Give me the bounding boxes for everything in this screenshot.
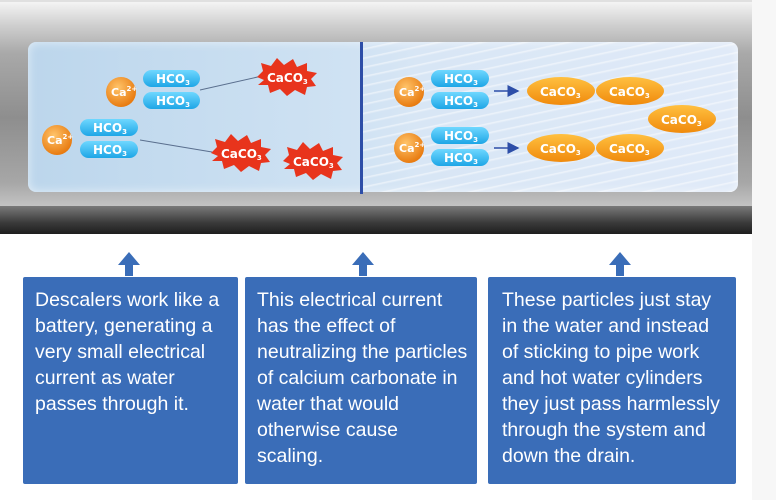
hco-sub: 3 xyxy=(185,101,190,109)
calcium-ion xyxy=(106,77,136,107)
ca-label: Ca xyxy=(111,86,127,99)
right-molecule-group-bottom: Ca2+ HCO3 HCO3 xyxy=(394,127,520,166)
neutral-particle: CaCO3 xyxy=(596,134,664,162)
caco-label: CaCO xyxy=(293,155,329,169)
svg-text:HCO3: HCO3 xyxy=(93,143,127,158)
hco-sub: 3 xyxy=(185,79,190,87)
caco-sub: 3 xyxy=(645,149,650,157)
svg-text:HCO3: HCO3 xyxy=(444,72,478,87)
bicarbonate-ion xyxy=(143,92,200,109)
calcium-ion xyxy=(42,125,72,155)
caco-label: CaCO xyxy=(661,113,697,127)
svg-text:Ca2+: Ca2+ xyxy=(399,141,425,155)
neutral-particle: CaCO3 xyxy=(527,77,595,105)
hco-sub: 3 xyxy=(122,150,127,158)
calcium-ion xyxy=(394,133,424,163)
info-panel-current: This electrical current has the effect o… xyxy=(245,277,477,484)
bicarbonate-ion xyxy=(431,149,489,166)
info-panel-battery: Descalers work like a battery, generatin… xyxy=(23,277,238,484)
hco-label: HCO xyxy=(156,94,185,108)
svg-text:HCO3: HCO3 xyxy=(156,94,190,109)
calcium-ion xyxy=(394,77,424,107)
hco-label: HCO xyxy=(444,72,473,86)
page-edge xyxy=(752,0,776,500)
water-channel xyxy=(28,42,738,192)
hco-sub: 3 xyxy=(473,158,478,166)
section-divider xyxy=(360,42,363,194)
hco-label: HCO xyxy=(444,129,473,143)
scale-crystal: CaCO3 xyxy=(211,134,271,172)
pipe-bottom-edge xyxy=(0,206,756,234)
svg-text:CaCO3: CaCO3 xyxy=(609,85,650,100)
svg-text:CaCO3: CaCO3 xyxy=(661,113,702,128)
hco-label: HCO xyxy=(444,151,473,165)
ca-label: Ca xyxy=(47,134,63,147)
svg-text:CaCO3: CaCO3 xyxy=(540,85,581,100)
ca-charge: 2+ xyxy=(127,85,138,93)
caco-label: CaCO xyxy=(267,71,303,85)
caco-sub: 3 xyxy=(257,154,262,162)
hco-label: HCO xyxy=(156,72,185,86)
ca-label: Ca xyxy=(399,86,415,99)
bond-line xyxy=(139,139,213,153)
caco-label: CaCO xyxy=(540,142,576,156)
svg-text:Ca2+: Ca2+ xyxy=(111,85,137,99)
left-molecule-group-top: Ca2+ HCO3 HCO3 xyxy=(106,70,263,109)
caco-label: CaCO xyxy=(221,147,257,161)
svg-text:HCO3: HCO3 xyxy=(444,129,478,144)
neutral-particle: CaCO3 xyxy=(596,77,664,105)
svg-text:HCO3: HCO3 xyxy=(156,72,190,87)
right-molecule-group-top: Ca2+ HCO3 HCO3 xyxy=(394,70,520,109)
ca-charge: 2+ xyxy=(415,85,426,93)
caco-sub: 3 xyxy=(576,149,581,157)
neutral-particle: CaCO3 xyxy=(648,105,716,133)
caco-sub: 3 xyxy=(329,162,334,170)
ca-charge: 2+ xyxy=(63,133,74,141)
bicarbonate-ion xyxy=(80,119,138,136)
svg-text:Ca2+: Ca2+ xyxy=(399,85,425,99)
left-molecule-group-bottom: Ca2+ HCO3 HCO3 xyxy=(42,119,213,158)
hco-sub: 3 xyxy=(473,79,478,87)
hco-sub: 3 xyxy=(473,136,478,144)
svg-text:CaCO3: CaCO3 xyxy=(540,142,581,157)
scale-crystal: CaCO3 xyxy=(283,142,343,180)
svg-text:CaCO3: CaCO3 xyxy=(293,155,334,170)
caco-label: CaCO xyxy=(540,85,576,99)
ca-label: Ca xyxy=(399,142,415,155)
caco-label: CaCO xyxy=(609,142,645,156)
bicarbonate-ion xyxy=(431,92,489,109)
hco-label: HCO xyxy=(93,121,122,135)
ion-diagram: Ca2+ HCO3 HCO3 Ca2+ HCO3 HCO3 CaCO3 CaCO… xyxy=(42,58,716,180)
scale-crystal: CaCO3 xyxy=(257,58,317,96)
hco-label: HCO xyxy=(444,94,473,108)
caco-sub: 3 xyxy=(576,92,581,100)
bond-line xyxy=(199,75,263,91)
svg-text:HCO3: HCO3 xyxy=(444,94,478,109)
hco-label: HCO xyxy=(93,143,122,157)
neutral-particle: CaCO3 xyxy=(527,134,595,162)
bicarbonate-ion xyxy=(431,127,489,144)
svg-text:CaCO3: CaCO3 xyxy=(609,142,650,157)
caco-sub: 3 xyxy=(645,92,650,100)
bicarbonate-ion xyxy=(143,70,200,87)
bicarbonate-ion xyxy=(431,70,489,87)
svg-text:HCO3: HCO3 xyxy=(444,151,478,166)
caco-label: CaCO xyxy=(609,85,645,99)
svg-text:CaCO3: CaCO3 xyxy=(267,71,308,86)
caco-sub: 3 xyxy=(697,120,702,128)
bicarbonate-ion xyxy=(80,141,138,158)
svg-text:Ca2+: Ca2+ xyxy=(47,133,73,147)
svg-text:CaCO3: CaCO3 xyxy=(221,147,262,162)
ca-charge: 2+ xyxy=(415,141,426,149)
hco-sub: 3 xyxy=(473,101,478,109)
svg-text:HCO3: HCO3 xyxy=(93,121,127,136)
info-panel-particles: These particles just stay in the water a… xyxy=(488,277,736,484)
caco-sub: 3 xyxy=(303,78,308,86)
hco-sub: 3 xyxy=(122,128,127,136)
